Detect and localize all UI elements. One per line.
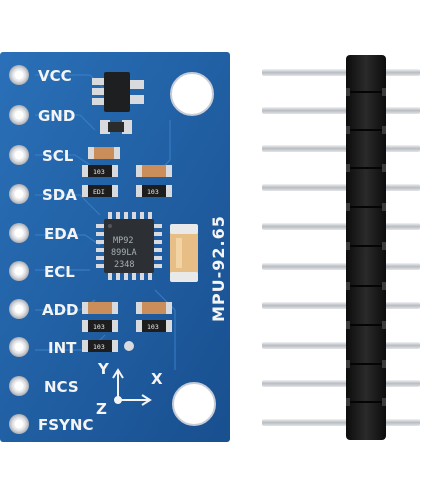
chip-marking-line-2: 899LA [111, 248, 137, 258]
pin-label-add: ADD [42, 301, 79, 319]
axis-indicator [112, 368, 152, 406]
header-pin-8 [262, 342, 420, 349]
resistor-mark-1: 103 [93, 168, 105, 176]
imu-chip: MP92 899LA 2348 [96, 212, 162, 280]
header-pin-6 [262, 263, 420, 270]
resistor-mark-6: 103 [93, 343, 105, 351]
header-pin-1 [262, 69, 420, 76]
resistor-mark-4: 103 [93, 323, 105, 331]
voltage-regulator [92, 72, 144, 134]
header-pin-4 [262, 184, 420, 191]
chip-marking-line-3: 2348 [114, 260, 134, 270]
header-pin-5 [262, 223, 420, 230]
pin-header [262, 55, 420, 440]
header-pin-3 [262, 145, 420, 152]
capacitor [170, 224, 198, 282]
pin-labels: VCC GND SCL SDA EDA ECL ADD INT NCS FSYN… [38, 67, 93, 434]
resistor-mark-3: 103 [147, 188, 159, 196]
mounting-hole-top [170, 72, 214, 116]
pin-label-scl: SCL [42, 147, 74, 165]
pin-label-int: INT [48, 339, 77, 357]
axis-label-z: Z [96, 400, 107, 418]
pin-label-sda: SDA [42, 186, 77, 204]
pin-label-eda: EDA [44, 225, 79, 243]
axis-label-x: X [151, 370, 163, 388]
pin-label-gnd: GND [38, 107, 75, 125]
resistor-mark-2: EDI [93, 188, 105, 196]
mounting-hole-bottom [172, 382, 216, 426]
header-plastic-body [346, 55, 386, 440]
chip-marking-line-1: MP92 [113, 236, 133, 246]
axis-label-y: Y [97, 360, 110, 378]
pin-label-fsync: FSYNC [38, 416, 93, 434]
resistor-mark-5: 103 [147, 323, 159, 331]
pin-label-ecl: ECL [44, 263, 75, 281]
header-pin-7 [262, 302, 420, 309]
header-pin-10 [262, 419, 420, 426]
header-pin-9 [262, 380, 420, 387]
pin-label-vcc: VCC [38, 67, 72, 85]
pin-label-ncs: NCS [44, 378, 79, 396]
pin-pads [9, 65, 29, 434]
passive-components: 103 EDI 103 103 103 103 [82, 147, 172, 352]
header-pin-2 [262, 107, 420, 114]
part-number-label: MPU-92.65 [209, 215, 228, 322]
